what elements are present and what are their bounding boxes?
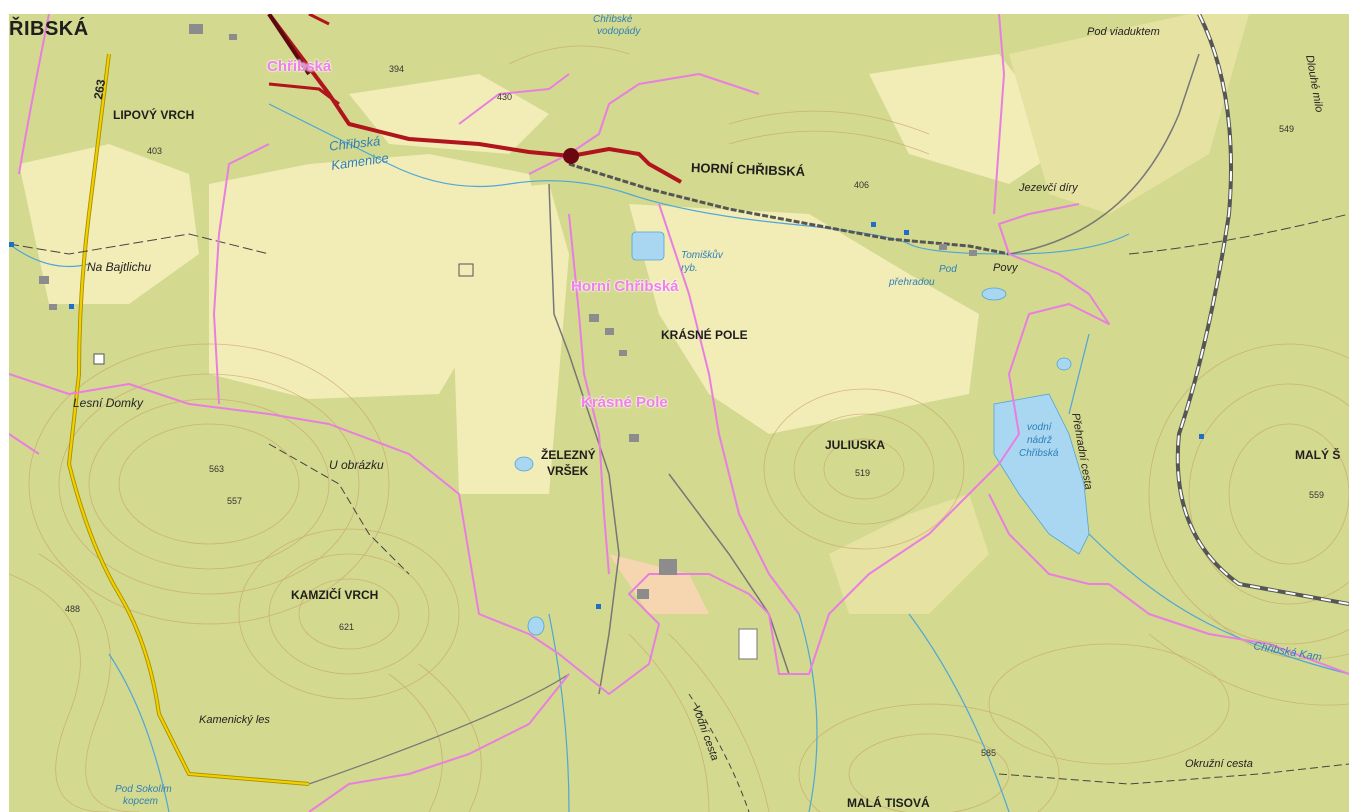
local-label-jezevci-diry: Jezevčí díry: [1019, 182, 1078, 194]
altitude-label: 403: [147, 146, 163, 156]
altitude-label: 549: [1279, 124, 1295, 134]
altitude-label: 559: [1309, 490, 1325, 500]
local-label-pod-sokolim-1: Pod Sokolím: [115, 784, 172, 795]
town-label-krasne-pole: Krásné Pole: [581, 394, 668, 411]
town-label-horni-chribska: Horní Chřibská: [571, 278, 679, 295]
peak-label-zelezny: ŽELEZNÝ: [541, 448, 596, 462]
waterfall-label-1: Chřibské: [593, 14, 633, 25]
altitude-label: 621: [339, 622, 355, 632]
buildings: [39, 24, 977, 660]
lake-label-2: nádrž: [1027, 435, 1053, 446]
place-label-krasne-pole: KRÁSNÉ POLE: [661, 328, 748, 342]
altitude-label: 488: [65, 604, 81, 614]
current-location-marker[interactable]: [563, 148, 579, 164]
lake-label-1: vodní: [1027, 422, 1052, 433]
local-label-pod-viaduktem: Pod viaduktem: [1087, 26, 1160, 38]
pond-label-1: Tomiškův: [681, 250, 723, 261]
cadastral-boundaries: [9, 14, 1349, 812]
local-label-u-obrazku: U obrázku: [329, 458, 384, 472]
peak-label-maly: MALÝ Š: [1295, 448, 1341, 462]
water-bodies: [514, 231, 1090, 636]
peak-label-vrsek: VRŠEK: [547, 464, 589, 478]
contour-lines: [9, 45, 1349, 812]
altitude-label: 585: [981, 748, 997, 758]
local-label-prehradou: přehradou: [889, 277, 935, 288]
point-markers: [9, 222, 1204, 609]
local-label-pod-sokolim-2: kopcem: [123, 796, 159, 807]
lake-label-3: Chřibská: [1019, 448, 1059, 459]
railway: [1175, 14, 1349, 606]
local-label-povy: Povy: [993, 262, 1018, 274]
local-label-kamenicky-les: Kamenický les: [199, 714, 270, 726]
waterfall-label-2: vodopády: [597, 26, 641, 37]
streams: [9, 103, 1349, 812]
peak-label-lipovy-vrch: LIPOVÝ VRCH: [113, 108, 195, 122]
local-label-na-bajtlichu: Na Bajtlichu: [87, 260, 152, 274]
local-label-lesni-domky: Lesní Domky: [73, 396, 144, 410]
altitude-label: 519: [855, 468, 871, 478]
pond-label-2: ryb.: [681, 263, 698, 274]
altitude-label: 557: [227, 496, 243, 506]
map-canvas[interactable]: [9, 14, 1349, 812]
region-label: ŘIBSKÁ: [9, 18, 89, 40]
altitude-label: 430: [497, 92, 513, 102]
altitude-label: 406: [854, 180, 870, 190]
peak-label-mala-tisova: MALÁ TISOVÁ: [847, 796, 930, 810]
peak-label-kamzici-vrch: KAMZIČÍ VRCH: [291, 588, 379, 602]
roads: [9, 53, 1349, 812]
meadow-areas: [19, 14, 1249, 614]
altitude-label: 394: [389, 64, 405, 74]
altitude-label: 563: [209, 464, 225, 474]
hiking-route: [267, 14, 682, 184]
local-label-pod: Pod: [939, 264, 957, 275]
peak-label-juliuska: JULIUSKA: [825, 438, 886, 452]
town-label-chribska: Chřibská: [267, 58, 332, 75]
map-viewport[interactable]: ŘIBSKÁ Chřibská 263 LIPOVÝ VRCH 403 Chři…: [9, 14, 1349, 812]
path-label-okruzni-cesta: Okružní cesta: [1185, 758, 1253, 770]
